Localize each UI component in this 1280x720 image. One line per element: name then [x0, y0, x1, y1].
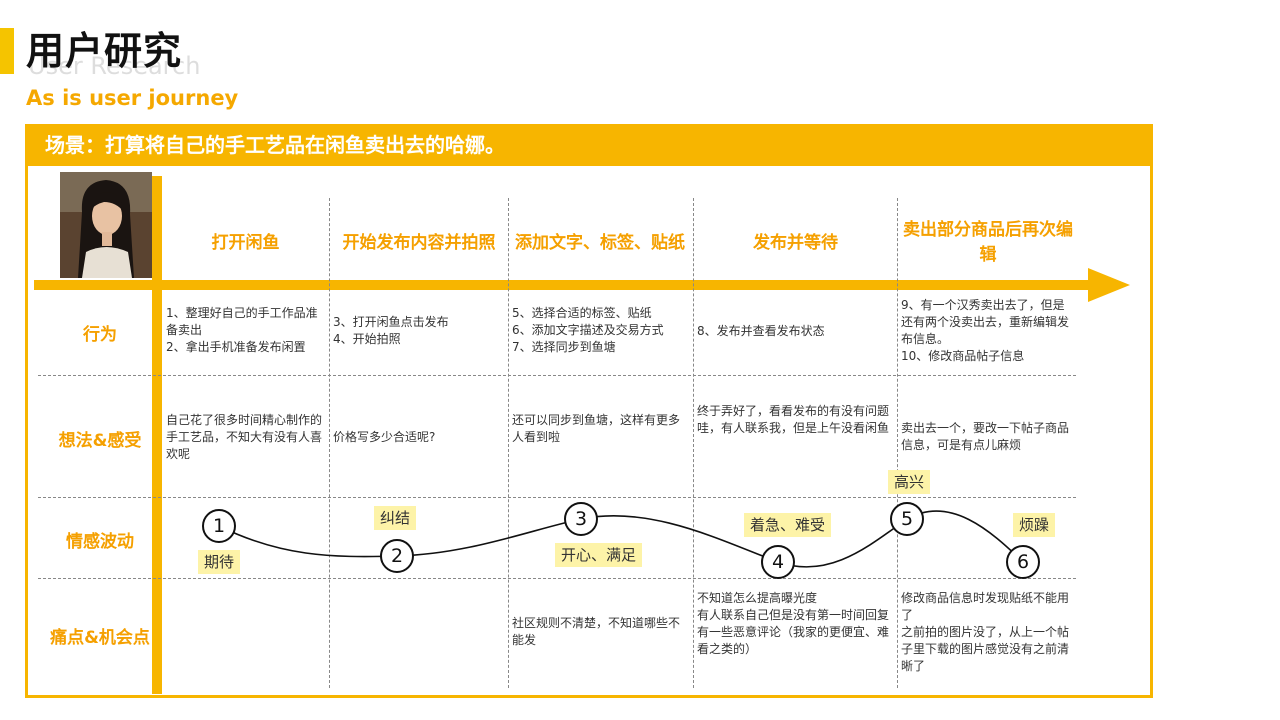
- timeline-arrow-head: [1088, 268, 1130, 302]
- emotion-node: 1: [202, 509, 236, 543]
- emotion-node: 2: [380, 539, 414, 573]
- column-divider: [693, 198, 694, 688]
- emotion-tag: 期待: [198, 550, 241, 574]
- behavior-cell: 1、整理好自己的手工作品准备卖出 2、拿出手机准备发布闲置: [166, 306, 318, 354]
- stage-header: 卖出部分商品后再次编辑: [903, 220, 1073, 265]
- emotion-node: 4: [761, 545, 795, 579]
- stage-header: 开始发布内容并拍照: [342, 232, 496, 253]
- thoughts-cell: 自己花了很多时间精心制作的手工艺品，不知大有没有人喜欢呢: [166, 413, 323, 461]
- stage-header: 打开闲鱼: [211, 232, 280, 253]
- thoughts-cell: 还可以同步到鱼塘，这样有更多人看到啦: [512, 413, 681, 444]
- column-divider: [329, 198, 330, 688]
- behavior-cell: 5、选择合适的标签、贴纸 6、添加文字描述及交易方式 7、选择同步到鱼塘: [512, 306, 664, 354]
- column-divider: [508, 198, 509, 688]
- behavior-cell: 8、发布并查看发布状态: [697, 324, 825, 338]
- vertical-axis-bar: [152, 176, 162, 694]
- thoughts-cell: 价格写多少合适呢?: [333, 430, 436, 444]
- thoughts-cell: 卖出去一个，要改一下帖子商品信息，可是有点儿麻烦: [901, 421, 1070, 452]
- row-label-thoughts: 想法&感受: [58, 431, 142, 451]
- emotion-node: 6: [1006, 545, 1040, 579]
- persona-photo: [60, 172, 152, 278]
- scene-banner: 场景：打算将自己的手工艺品在闲鱼卖出去的哈娜。: [25, 124, 1153, 166]
- row-divider: [38, 578, 1076, 579]
- emotion-tag: 高兴: [888, 470, 931, 494]
- pain-cell: 不知道怎么提高曝光度 有人联系自己但是没有第一时间回复 有一些恶意评论（我家的更…: [697, 591, 890, 656]
- behavior-cell: 3、打开闲鱼点击发布 4、开始拍照: [333, 315, 449, 346]
- page-title: 用户研究: [26, 29, 183, 73]
- row-label-emotion: 情感波动: [66, 532, 134, 552]
- thoughts-cell: 终于弄好了，看看发布的有没有问题 哇，有人联系我，但是上午没看闲鱼: [697, 404, 890, 435]
- timeline-arrow: [34, 280, 1094, 290]
- emotion-tag: 烦躁: [1013, 513, 1056, 537]
- stage-header: 添加文字、标签、贴纸: [515, 232, 685, 253]
- pain-cell: 社区规则不清楚，不知道哪些不能发: [512, 616, 681, 647]
- subtitle-english: User Research: [28, 52, 201, 80]
- emotion-tag: 纠结: [374, 506, 417, 530]
- pain-cell: 修改商品信息时发现贴纸不能用了 之前拍的图片没了，从上一个帖子里下载的图片感觉没…: [901, 591, 1070, 673]
- behavior-cell: 9、有一个汉秀卖出去了，但是还有两个没卖出去，重新编辑发布信息。 10、修改商品…: [901, 298, 1070, 363]
- row-label-pain: 痛点&机会点: [50, 628, 150, 648]
- journey-subtitle: As is user journey: [26, 86, 239, 110]
- row-divider: [38, 375, 1076, 376]
- emotion-tag: 着急、难受: [744, 513, 832, 537]
- stage-header: 发布并等待: [753, 232, 838, 253]
- emotion-tag: 开心、满足: [555, 543, 643, 567]
- emotion-node: 5: [890, 502, 924, 536]
- title-accent-bar: [0, 28, 14, 74]
- emotion-node: 3: [564, 502, 598, 536]
- row-label-behavior: 行为: [83, 325, 117, 345]
- column-divider: [897, 198, 898, 688]
- row-divider: [38, 497, 1076, 498]
